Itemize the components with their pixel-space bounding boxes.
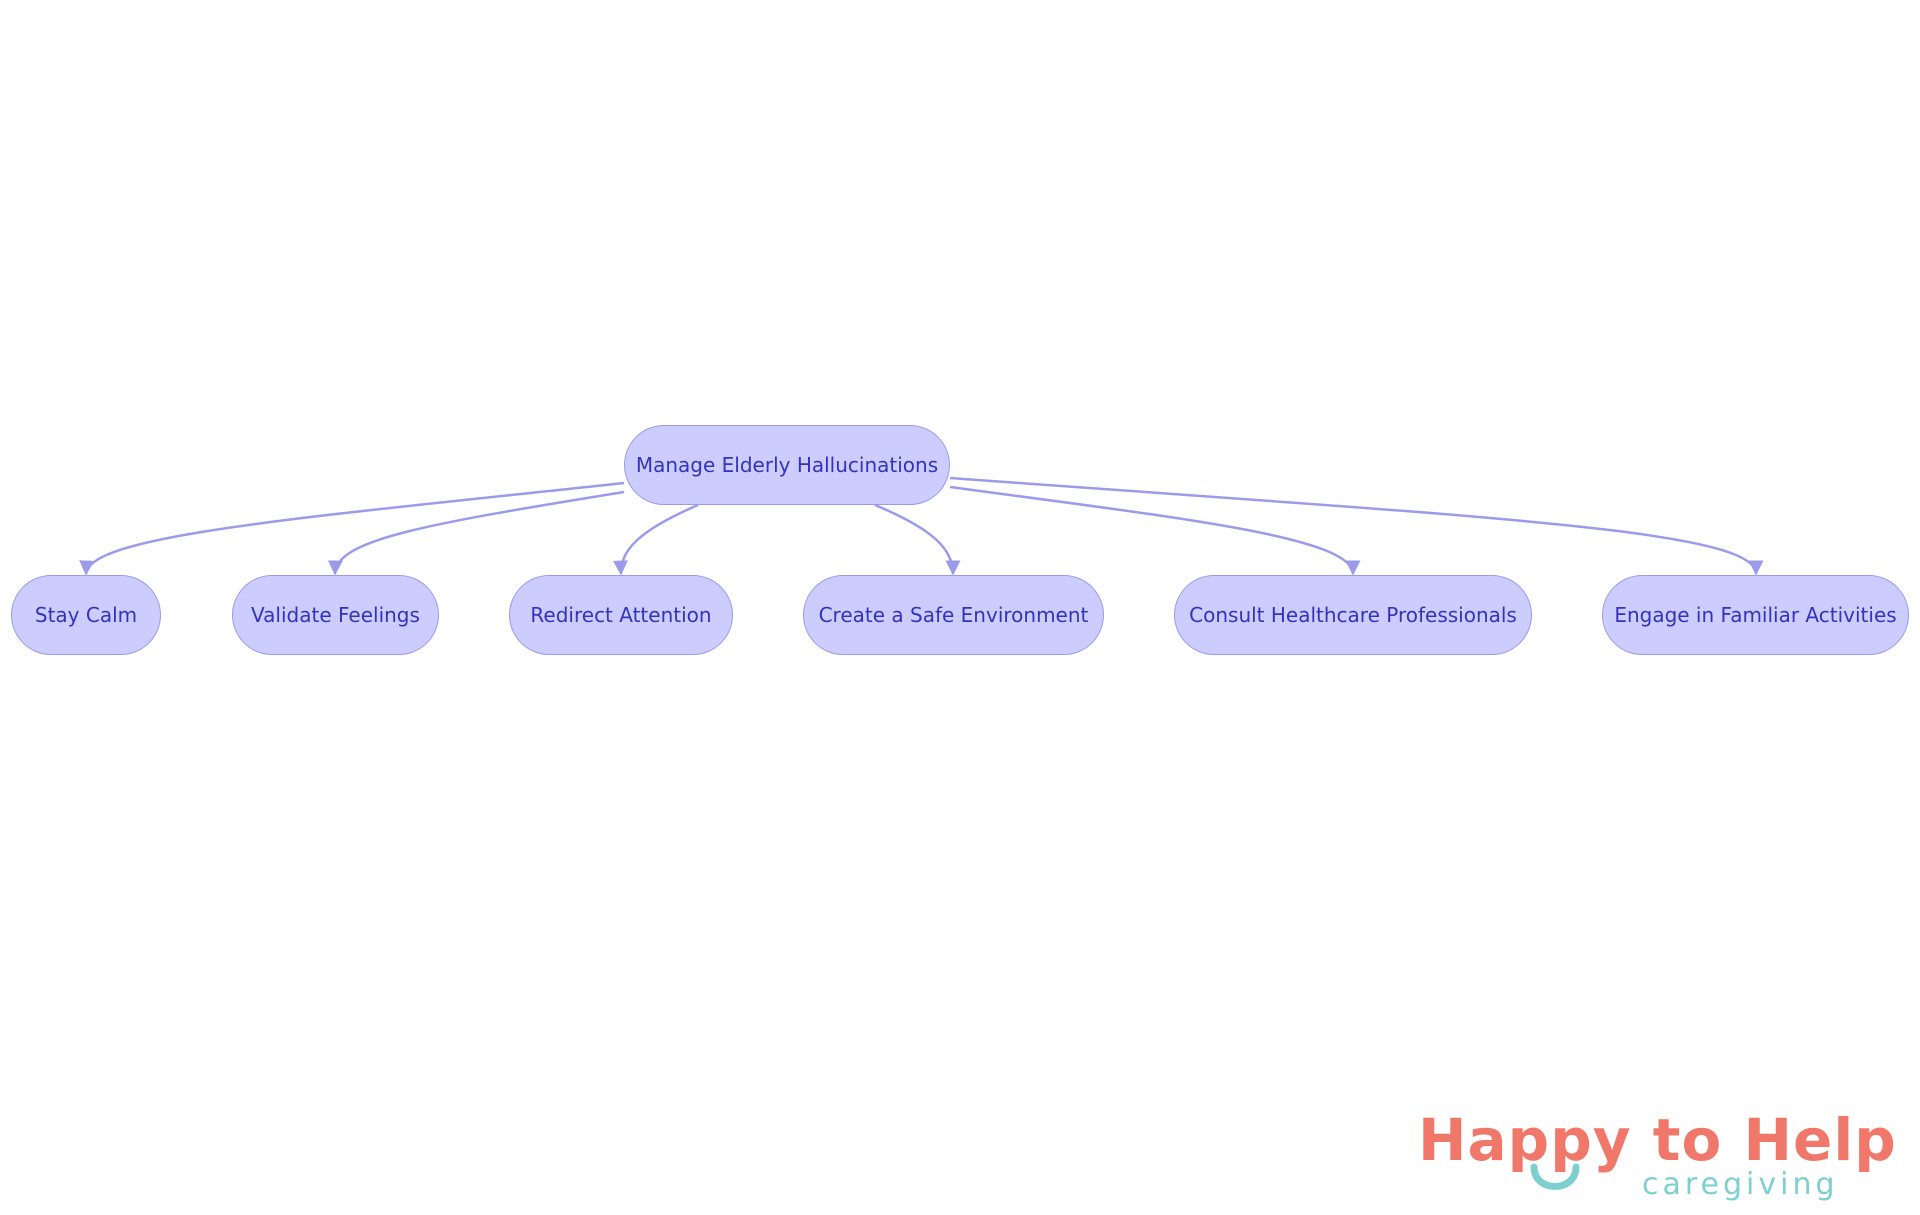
edge-root-to-consult-healthcare-professionals — [949, 485, 1361, 576]
brand-logo: Happy to Help caregiving — [1418, 1105, 1896, 1205]
child-node-engage-familiar-activities: Engage in Familiar Activities — [1602, 575, 1909, 655]
logo-tagline: caregiving — [1642, 1167, 1839, 1202]
edge-root-to-engage-familiar-activities — [949, 476, 1764, 576]
child-node-label: Redirect Attention — [530, 603, 712, 627]
child-node-consult-healthcare-professionals: Consult Healthcare Professionals — [1174, 575, 1532, 655]
child-node-label: Stay Calm — [34, 603, 138, 627]
child-node-create-safe-environment: Create a Safe Environment — [803, 575, 1104, 655]
child-node-label: Consult Healthcare Professionals — [1189, 603, 1517, 627]
child-node-label: Validate Feelings — [251, 603, 420, 627]
smile-icon — [1530, 1163, 1580, 1190]
child-node-stay-calm: Stay Calm — [11, 575, 161, 655]
edge-root-to-create-safe-environment — [874, 503, 961, 576]
child-node-label: Create a Safe Environment — [818, 603, 1089, 627]
child-node-label: Engage in Familiar Activities — [1614, 603, 1897, 627]
edge-root-to-stay-calm — [79, 481, 625, 576]
edge-root-to-validate-feelings — [327, 490, 625, 576]
root-node: Manage Elderly Hallucinations — [624, 425, 950, 505]
root-node-label: Manage Elderly Hallucinations — [635, 453, 939, 477]
child-node-redirect-attention: Redirect Attention — [509, 575, 733, 655]
edge-root-to-redirect-attention — [612, 503, 699, 576]
child-node-validate-feelings: Validate Feelings — [232, 575, 439, 655]
logo-wordmark: Happy to Help — [1418, 1106, 1897, 1174]
